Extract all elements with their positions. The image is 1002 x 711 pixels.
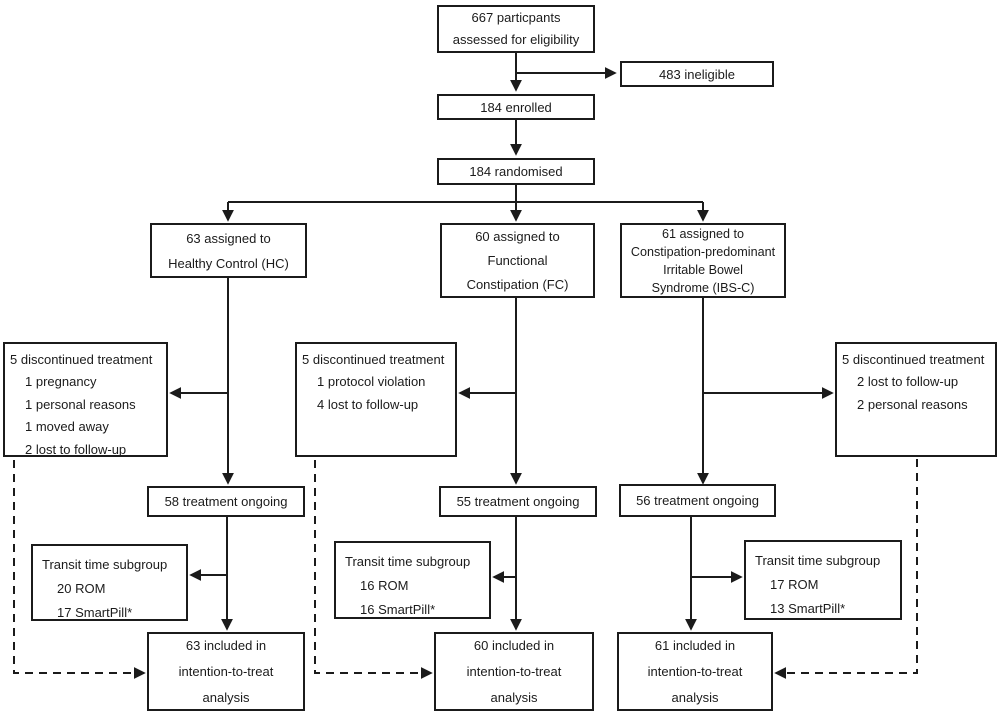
node-discontinued-ibsc-title: 5 discontinued treatment xyxy=(842,352,985,367)
node-ongoing-ibsc-line1: 56 treatment ongoing xyxy=(636,493,759,508)
node-enrolled-line1: 184 enrolled xyxy=(480,99,552,115)
node-discontinued-ibsc-item: 2 personal reasons xyxy=(857,396,968,412)
node-enrolled: 184 enrolled xyxy=(437,94,595,120)
node-ineligible: 483 ineligible xyxy=(620,61,774,87)
node-itt-fc-line3: analysis xyxy=(490,689,538,705)
node-transit-hc: Transit time subgroup 20 ROM 17 SmartPil… xyxy=(31,544,188,621)
node-itt-ibsc-line1: 61 included in xyxy=(654,637,736,653)
node-itt-fc-line2: intention-to-treat xyxy=(466,663,562,679)
node-itt-hc-line1: 63 included in xyxy=(185,637,267,653)
node-discontinued-hc-item: 1 pregnancy xyxy=(25,374,97,390)
node-discontinued-hc-title: 5 discontinued treatment xyxy=(10,352,153,367)
node-arm-fc-line1: 60 assigned to xyxy=(475,228,560,244)
node-itt-ibsc-line2: intention-to-treat xyxy=(647,663,743,679)
node-itt-hc-line3: analysis xyxy=(202,689,250,705)
node-arm-hc-line1: 63 assigned to xyxy=(186,230,271,246)
node-discontinued-hc-item: 2 lost to follow-up xyxy=(25,441,127,457)
node-assessed-line2: assessed for eligibility xyxy=(452,32,580,47)
node-randomised-line1: 184 randomised xyxy=(469,164,563,179)
node-itt-ibsc: 61 included in intention-to-treat analys… xyxy=(617,632,773,711)
node-ongoing-hc-line1: 58 treatment ongoing xyxy=(164,494,288,509)
node-ongoing-ibsc: 56 treatment ongoing xyxy=(619,484,776,517)
node-ongoing-hc: 58 treatment ongoing xyxy=(147,486,305,517)
node-transit-hc-item: 20 ROM xyxy=(57,581,106,596)
node-transit-ibsc: Transit time subgroup 17 ROM 13 SmartPil… xyxy=(744,540,902,620)
node-ongoing-fc-line1: 55 treatment ongoing xyxy=(456,494,580,509)
node-arm-hc: 63 assigned to Healthy Control (HC) xyxy=(150,223,307,278)
node-ongoing-fc: 55 treatment ongoing xyxy=(439,486,597,517)
node-arm-ibsc-line1: 61 assigned to xyxy=(662,226,744,241)
node-itt-fc-line1: 60 included in xyxy=(473,637,555,653)
node-transit-fc: Transit time subgroup 16 ROM 16 SmartPil… xyxy=(334,541,491,619)
node-discontinued-hc-item: 1 personal reasons xyxy=(25,396,136,412)
node-discontinued-hc: 5 discontinued treatment 1 pregnancy 1 p… xyxy=(3,342,168,457)
node-transit-fc-title: Transit time subgroup xyxy=(345,554,471,569)
node-discontinued-fc: 5 discontinued treatment 1 protocol viol… xyxy=(295,342,457,457)
node-discontinued-fc-title: 5 discontinued treatment xyxy=(302,352,445,367)
node-discontinued-hc-item: 1 moved away xyxy=(25,419,109,435)
node-transit-hc-item: 17 SmartPill* xyxy=(57,605,133,620)
node-arm-fc-line2: Functional xyxy=(487,252,548,268)
node-discontinued-ibsc-item: 2 lost to follow-up xyxy=(857,374,959,390)
node-discontinued-fc-item: 4 lost to follow-up xyxy=(317,396,419,412)
node-assessed: 667 particpants assessed for eligibility xyxy=(437,5,595,53)
node-arm-ibsc: 61 assigned to Constipation-predominant … xyxy=(620,223,786,298)
node-arm-fc-line3: Constipation (FC) xyxy=(466,276,569,292)
node-transit-fc-item: 16 ROM xyxy=(360,578,409,593)
node-itt-fc: 60 included in intention-to-treat analys… xyxy=(434,632,594,711)
node-arm-ibsc-line2: Constipation-predominant xyxy=(630,244,776,259)
node-itt-ibsc-line3: analysis xyxy=(671,689,719,705)
node-ineligible-line1: 483 ineligible xyxy=(659,66,735,82)
node-assessed-line1: 667 particpants xyxy=(471,10,561,25)
node-arm-fc: 60 assigned to Functional Constipation (… xyxy=(440,223,595,298)
node-discontinued-ibsc: 5 discontinued treatment 2 lost to follo… xyxy=(835,342,997,457)
node-transit-ibsc-title: Transit time subgroup xyxy=(755,553,881,568)
node-itt-hc: 63 included in intention-to-treat analys… xyxy=(147,632,305,711)
node-transit-fc-item: 16 SmartPill* xyxy=(360,602,436,617)
node-discontinued-fc-item: 1 protocol violation xyxy=(317,374,426,390)
node-randomised: 184 randomised xyxy=(437,158,595,185)
node-arm-ibsc-line3: Irritable Bowel xyxy=(663,262,743,277)
node-arm-ibsc-line4: Syndrome (IBS-C) xyxy=(651,280,755,295)
node-itt-hc-line2: intention-to-treat xyxy=(178,663,274,679)
node-transit-ibsc-item: 17 ROM xyxy=(770,577,819,592)
node-transit-ibsc-item: 13 SmartPill* xyxy=(770,601,846,616)
node-transit-hc-title: Transit time subgroup xyxy=(42,557,168,572)
node-arm-hc-line2: Healthy Control (HC) xyxy=(168,255,289,271)
